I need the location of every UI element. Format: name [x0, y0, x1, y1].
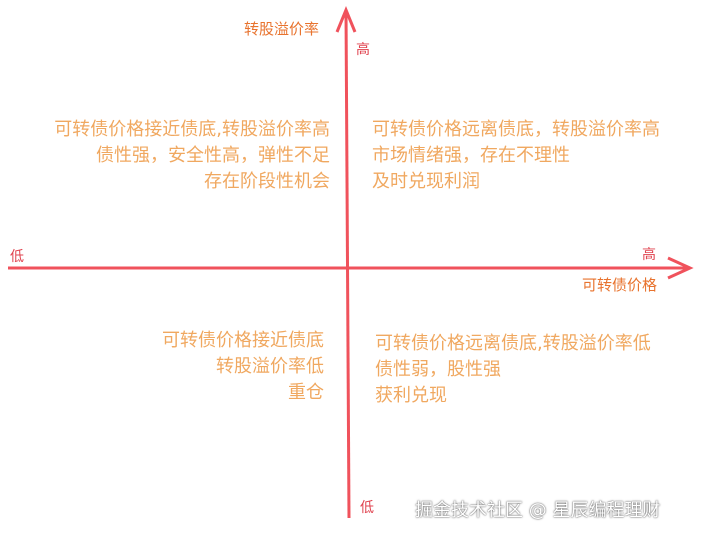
quadrant-bottom-left: 可转债价格接近债底 转股溢价率低 重仓: [162, 328, 324, 406]
quadrant-bottom-right-line-1: 可转债价格远离债底,转股溢价率低: [375, 333, 651, 354]
y-axis-line: [344, 9, 351, 519]
quadrant-top-left-line-1: 可转债价格接近债底,转股溢价率高: [54, 119, 330, 140]
quadrant-top-right-line-2: 市场情绪强，存在不理性: [372, 145, 570, 166]
quadrant-bottom-right: 可转债价格远离债底,转股溢价率低 债性弱，股性强 获利兑现: [375, 331, 651, 409]
x-axis-title: 可转债价格: [582, 276, 658, 294]
y-axis-low-label: 低: [360, 500, 374, 516]
quadrant-bottom-right-line-3: 获利兑现: [375, 385, 447, 406]
y-axis-title: 转股溢价率: [244, 20, 320, 38]
quadrant-top-right-line-1: 可转债价格远离债底，转股溢价率高: [372, 119, 660, 140]
quadrant-bottom-left-line-1: 可转债价格接近债底: [162, 330, 324, 351]
quadrant-bottom-left-line-2: 转股溢价率低: [216, 356, 324, 377]
quadrant-bottom-left-line-3: 重仓: [288, 382, 324, 403]
quadrant-bottom-right-line-2: 债性弱，股性强: [375, 359, 501, 380]
x-axis-arrowhead: [667, 256, 694, 280]
quadrant-top-right-line-3: 及时兑现利润: [372, 171, 480, 192]
y-axis-arrowhead: [335, 6, 357, 33]
watermark: 掘金技术社区 @ 星辰编程理财: [415, 500, 661, 521]
quadrant-top-left-line-2: 债性强，安全性高，弹性不足: [96, 145, 330, 166]
x-axis-low-label: 低: [10, 249, 24, 265]
y-axis-high-label: 高: [356, 42, 370, 58]
x-axis-high-label: 高: [642, 247, 656, 263]
quadrant-top-right: 可转债价格远离债底，转股溢价率高 市场情绪强，存在不理性 及时兑现利润: [372, 117, 660, 195]
quadrant-top-left-line-3: 存在阶段性机会: [204, 171, 330, 192]
quadrant-top-left: 可转债价格接近债底,转股溢价率高 债性强，安全性高，弹性不足 存在阶段性机会: [54, 117, 330, 195]
